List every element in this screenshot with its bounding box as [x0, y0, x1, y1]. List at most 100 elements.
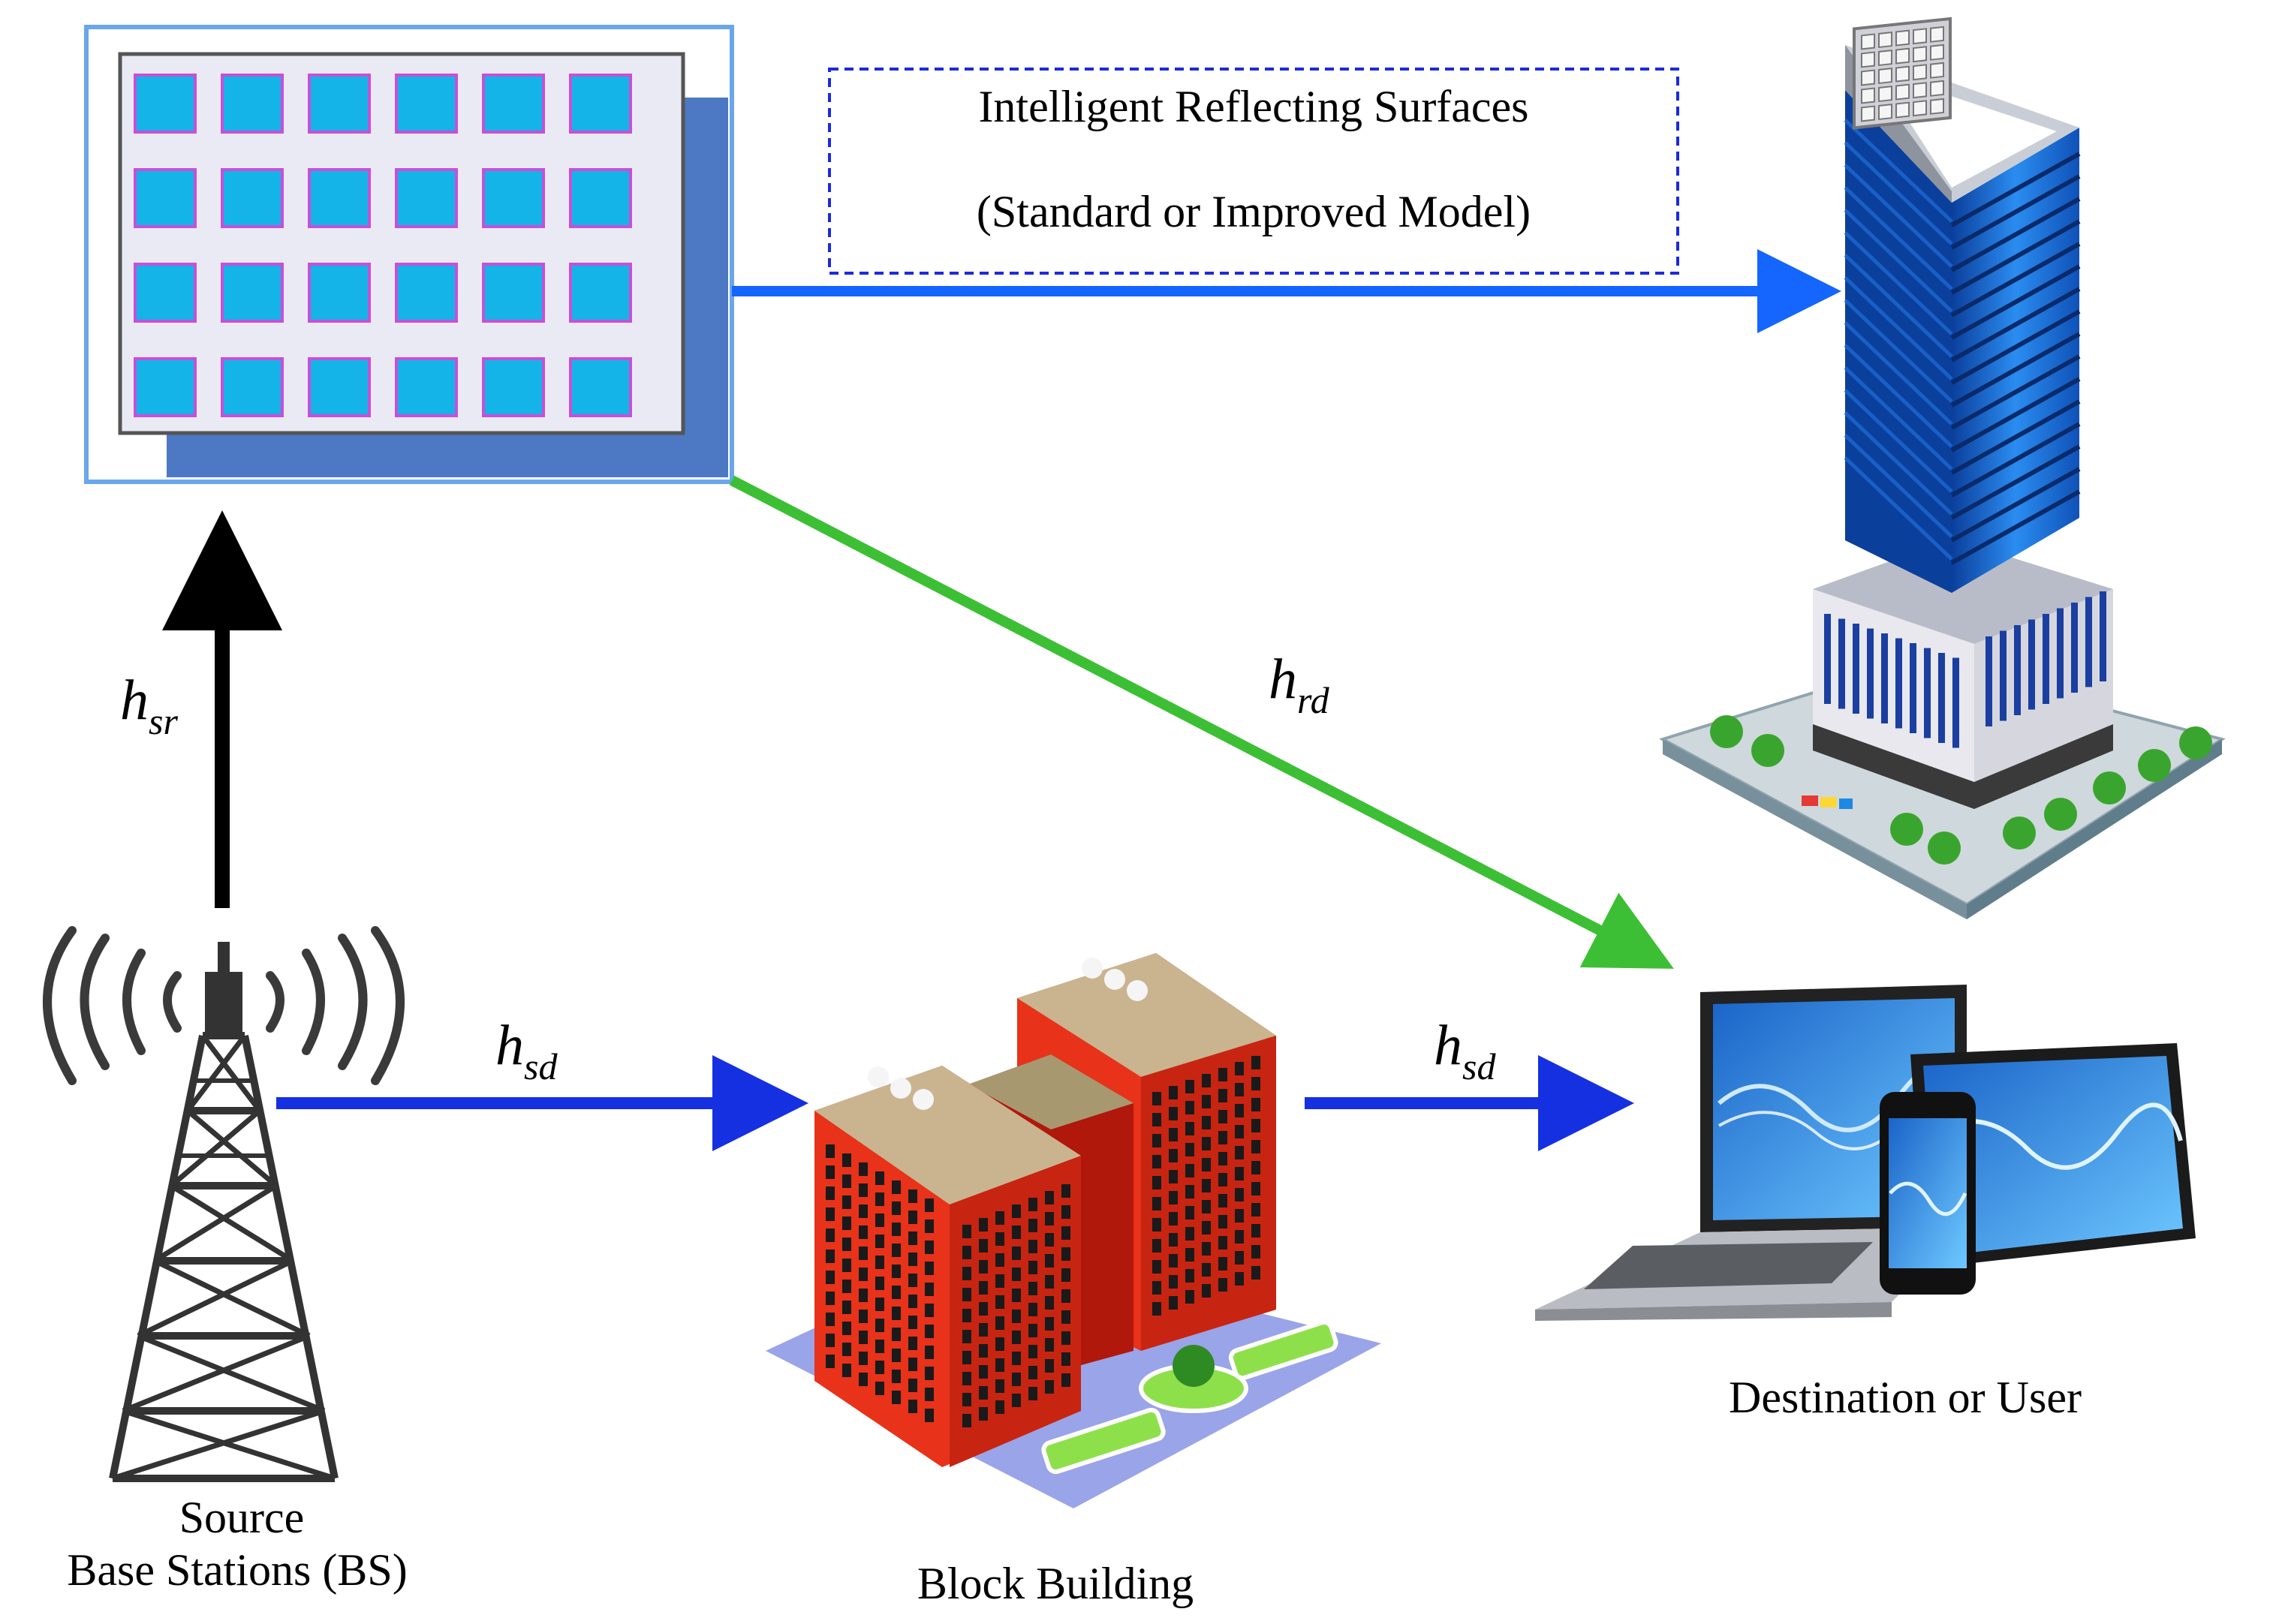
block-window	[859, 1352, 868, 1365]
podium-window	[2000, 630, 2007, 721]
block-window	[962, 1414, 971, 1427]
block-window	[1012, 1247, 1021, 1260]
block-window	[1202, 1242, 1211, 1256]
block-window	[979, 1239, 988, 1253]
block-window	[1152, 1155, 1161, 1168]
block-window	[908, 1379, 917, 1392]
block-window	[875, 1256, 884, 1269]
tower-irs-element	[1930, 26, 1944, 43]
block-window	[826, 1229, 835, 1242]
source-label-line1: Source	[179, 1493, 305, 1542]
podium-window	[1910, 643, 1916, 733]
block-window	[892, 1328, 901, 1341]
block-window	[1202, 1158, 1211, 1171]
block-window	[995, 1253, 1004, 1267]
tower-band	[1844, 186, 1953, 290]
block-window	[842, 1280, 851, 1293]
irs-label-line1: Intelligent Reflecting Surfaces	[978, 82, 1528, 131]
podium-window	[2085, 597, 2092, 687]
block-window	[826, 1186, 835, 1200]
block-window	[892, 1180, 901, 1194]
block-building-label: Block Building	[917, 1559, 1194, 1608]
block-window	[842, 1238, 851, 1251]
block-window	[1045, 1212, 1054, 1226]
block-window	[1185, 1206, 1194, 1220]
tower-irs-element	[1878, 50, 1892, 67]
block-window	[1045, 1338, 1054, 1352]
block-window	[1169, 1149, 1178, 1162]
tower-irs-element	[1913, 100, 1927, 117]
block-window	[1012, 1331, 1021, 1344]
irs-element	[308, 263, 371, 323]
block-window	[1235, 1125, 1244, 1138]
irs-element	[221, 168, 284, 228]
block-window	[995, 1274, 1004, 1288]
block-window	[995, 1316, 1004, 1330]
tower-band	[1844, 119, 1953, 223]
block-window	[1251, 1119, 1260, 1132]
podium-window	[1985, 636, 1992, 726]
block-window	[1061, 1373, 1070, 1387]
block-window	[1152, 1134, 1161, 1147]
block-window	[1169, 1212, 1178, 1226]
block-window	[1202, 1200, 1211, 1213]
block-window	[1061, 1205, 1070, 1219]
tower-irs-element	[1913, 28, 1927, 45]
block-window	[995, 1232, 1004, 1246]
block-window	[826, 1313, 835, 1326]
block-window	[826, 1334, 835, 1347]
svg-text:hsr: hsr	[120, 669, 178, 742]
block-window	[1028, 1387, 1037, 1400]
destination-devices-icon	[1535, 985, 2196, 1321]
block-window	[859, 1226, 868, 1239]
block-window	[1061, 1247, 1070, 1261]
podium-window	[2028, 619, 2035, 710]
block-window	[1202, 1137, 1211, 1150]
block-window	[995, 1379, 1004, 1393]
block-window	[1152, 1302, 1161, 1316]
block-window	[1218, 1110, 1227, 1123]
block-window	[1169, 1128, 1178, 1141]
block-window	[842, 1343, 851, 1356]
tower-irs-element	[1930, 44, 1944, 61]
block-window	[892, 1244, 901, 1257]
block-window	[1235, 1167, 1244, 1180]
block-window	[842, 1174, 851, 1188]
block-window	[1235, 1272, 1244, 1286]
tower-irs-element	[1895, 47, 1910, 65]
block-window	[908, 1337, 917, 1350]
block-window	[925, 1198, 934, 1212]
block-window	[1251, 1245, 1260, 1259]
block-window	[962, 1309, 971, 1322]
irs-element	[569, 357, 632, 417]
tower-band	[1844, 321, 1953, 426]
tower-irs-panel	[1853, 17, 1952, 130]
block-window	[892, 1349, 901, 1362]
block-window	[1012, 1310, 1021, 1323]
tower-band	[1950, 467, 2081, 543]
tower-band	[1950, 309, 2081, 385]
block-window	[1218, 1131, 1227, 1144]
block-window	[1045, 1254, 1054, 1268]
podium-window	[2057, 608, 2064, 699]
block-window	[995, 1295, 1004, 1309]
tower-band	[1950, 332, 2081, 408]
tower-irs-element	[1913, 64, 1927, 81]
irs-label-line2: (Standard or Improved Model)	[977, 187, 1531, 236]
block-window	[1152, 1092, 1161, 1105]
block-window	[875, 1319, 884, 1332]
irs-element	[569, 74, 632, 134]
trees-icon	[1710, 715, 2212, 865]
block-window	[1012, 1352, 1021, 1365]
block-window	[1251, 1161, 1260, 1174]
block-window	[1218, 1173, 1227, 1186]
block-window	[826, 1271, 835, 1284]
block-window	[1061, 1310, 1070, 1324]
block-window	[826, 1292, 835, 1305]
block-window	[1045, 1296, 1054, 1310]
block-window	[908, 1295, 917, 1308]
block-window	[979, 1302, 988, 1316]
podium-window	[1867, 628, 1874, 719]
block-window	[1028, 1366, 1037, 1379]
block-window	[1251, 1056, 1260, 1069]
